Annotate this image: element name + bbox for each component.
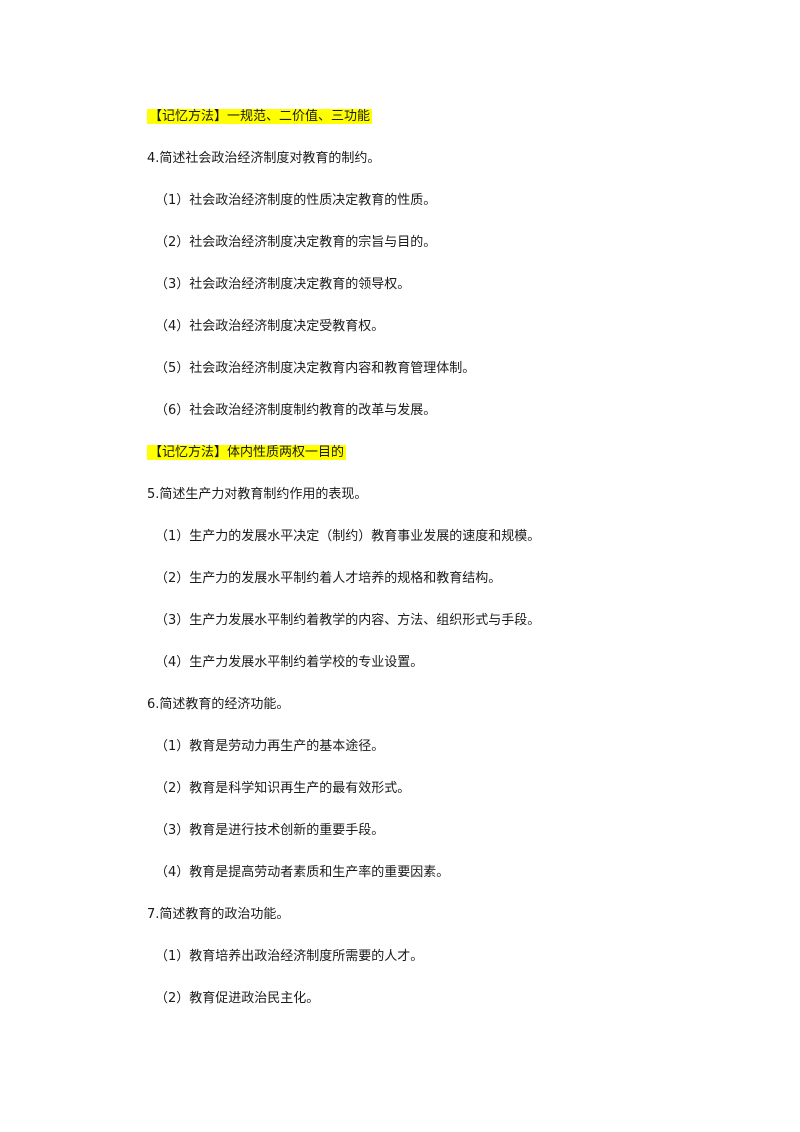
list-item: （4）教育是提高劳动者素质和生产率的重要因素。 (155, 865, 450, 880)
list-item: （4）社会政治经济制度决定受教育权。 (155, 319, 385, 334)
list-item: （1）教育培养出政治经济制度所需要的人才。 (155, 949, 424, 964)
memory-tip-1: 【记忆方法】一规范、二价值、三功能 (147, 107, 373, 127)
list-item: （3）教育是进行技术创新的重要手段。 (155, 823, 385, 838)
question-5-heading: 5.简述生产力对教育制约作用的表现。 (147, 487, 368, 502)
list-item: （2）生产力的发展水平制约着人才培养的规格和教育结构。 (155, 571, 502, 586)
memory-tip-2: 【记忆方法】体内性质两权一目的 (147, 443, 347, 463)
question-4-heading: 4.简述社会政治经济制度对教育的制约。 (147, 151, 381, 166)
list-item: （3）社会政治经济制度决定教育的领导权。 (155, 277, 411, 292)
highlight: 【记忆方法】体内性质两权一目的 (147, 445, 347, 460)
list-item: （6）社会政治经济制度制约教育的改革与发展。 (155, 403, 437, 418)
question-7-heading: 7.简述教育的政治功能。 (147, 907, 290, 922)
list-item: （2）社会政治经济制度决定教育的宗旨与目的。 (155, 235, 437, 250)
list-item: （1）社会政治经济制度的性质决定教育的性质。 (155, 193, 437, 208)
list-item: （5）社会政治经济制度决定教育内容和教育管理体制。 (155, 361, 476, 376)
list-item: （4）生产力发展水平制约着学校的专业设置。 (155, 655, 424, 670)
list-item: （2）教育是科学知识再生产的最有效形式。 (155, 781, 411, 796)
list-item: （1）教育是劳动力再生产的基本途径。 (155, 739, 385, 754)
list-item: （3）生产力发展水平制约着教学的内容、方法、组织形式与手段。 (155, 613, 541, 628)
question-6-heading: 6.简述教育的经济功能。 (147, 697, 290, 712)
list-item: （2）教育促进政治民主化。 (155, 991, 320, 1006)
list-item: （1）生产力的发展水平决定（制约）教育事业发展的速度和规模。 (155, 529, 541, 544)
highlight: 【记忆方法】一规范、二价值、三功能 (147, 109, 373, 124)
